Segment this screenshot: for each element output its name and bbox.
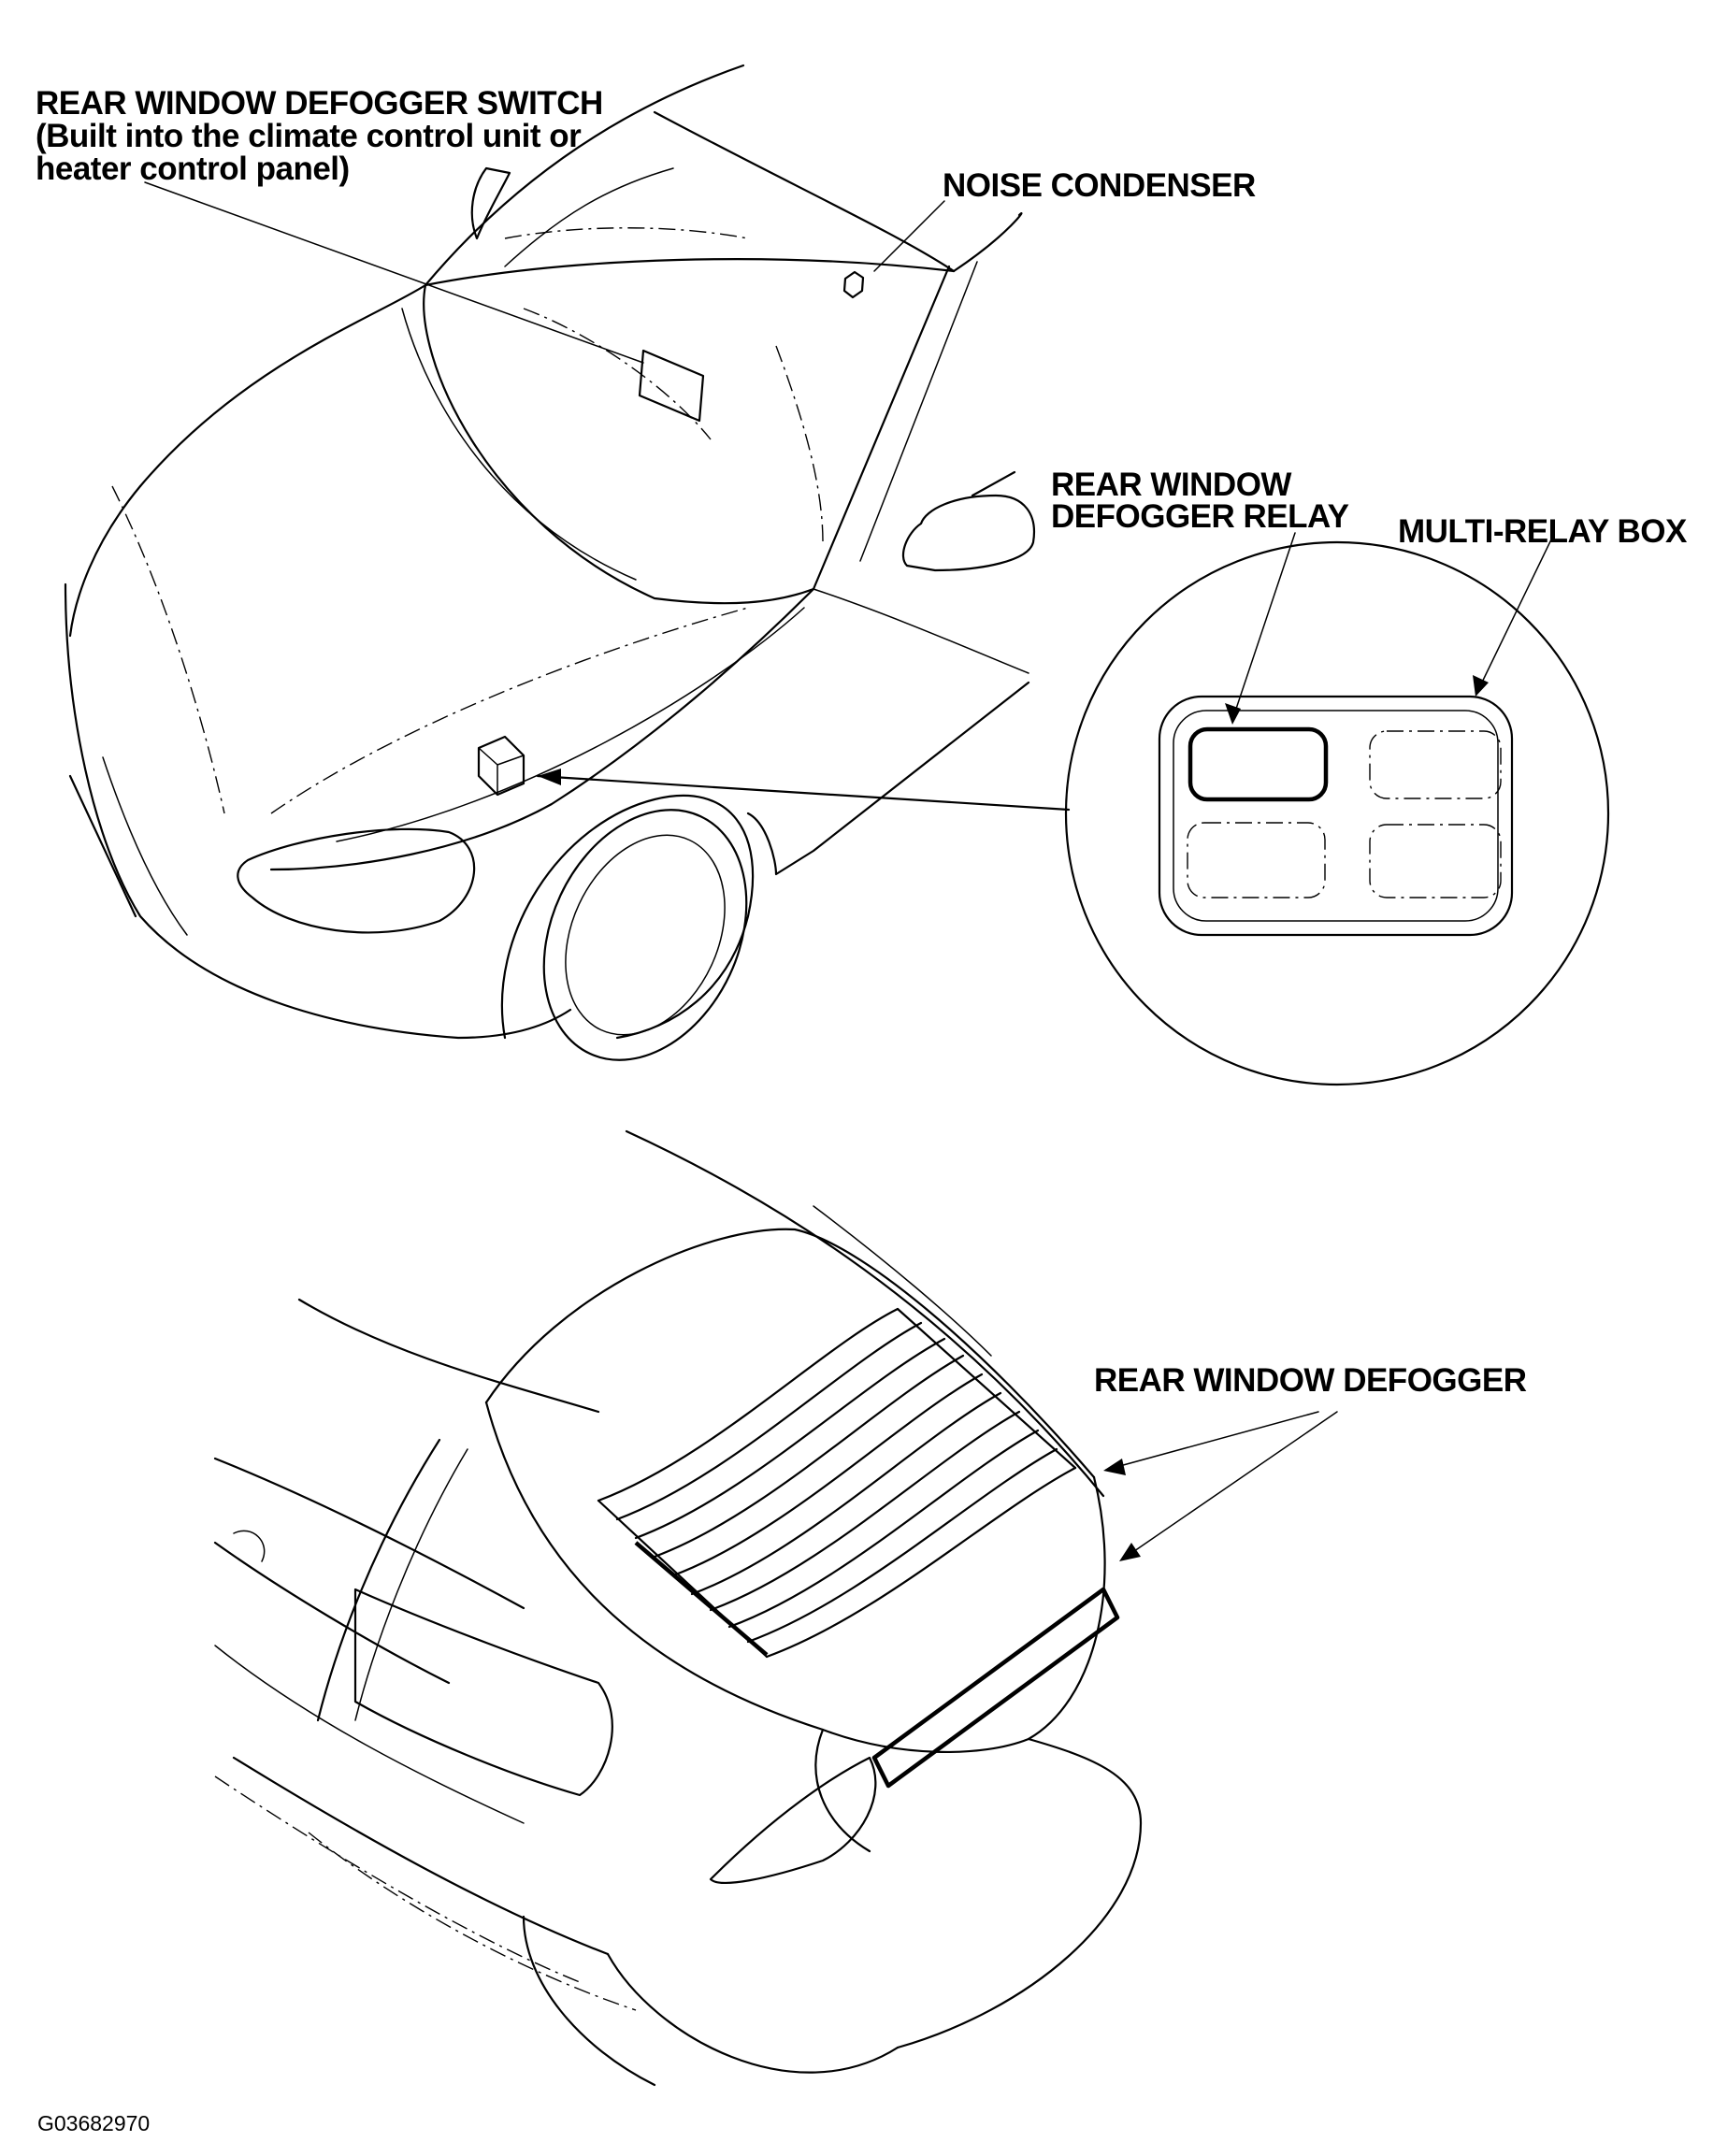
switch-label-line2: (Built into the climate control unit or	[36, 118, 582, 154]
switch-label-line3: heater control panel)	[36, 151, 350, 187]
rear-window-defogger-label: REAR WINDOW DEFOGGER	[1094, 1362, 1527, 1399]
noise-condenser-label: NOISE CONDENSER	[943, 167, 1256, 204]
relay-label-line2: DEFOGGER RELAY	[1051, 498, 1349, 535]
multi-relay-box-label: MULTI-RELAY BOX	[1398, 513, 1687, 550]
switch-label-line1: REAR WINDOW DEFOGGER SWITCH	[36, 85, 603, 122]
relay-label-line1: REAR WINDOW	[1051, 467, 1291, 503]
figure-code: G03682970	[37, 2111, 151, 2135]
